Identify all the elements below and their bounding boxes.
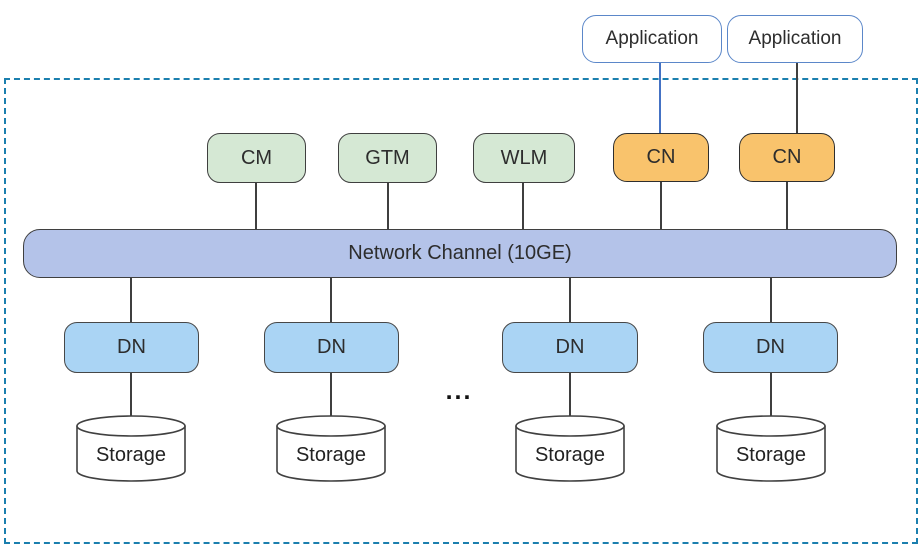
connector-gtm-network: [387, 182, 389, 230]
database-cylinder-icon: [515, 415, 625, 482]
connector-network-dn2: [330, 277, 332, 323]
dn-node-3: DN: [502, 322, 638, 373]
application-node-1: Application: [582, 15, 722, 63]
application-node-2: Application: [727, 15, 863, 63]
dn-node-1: DN: [64, 322, 199, 373]
storage-node-3: Storage: [514, 414, 626, 484]
database-cylinder-icon: [76, 415, 186, 482]
database-cylinder-icon: [716, 415, 826, 482]
cm-node: CM: [207, 133, 306, 183]
network-channel-bar: Network Channel (10GE): [23, 229, 897, 278]
storage-node-2: Storage: [275, 414, 387, 484]
connector-dn1-storage1: [130, 372, 132, 418]
connector-dn4-storage4: [770, 372, 772, 418]
storage-label: Storage: [95, 444, 167, 466]
dn-node-2: DN: [264, 322, 399, 373]
cn-node-1: CN: [613, 133, 709, 182]
storage-label: Storage: [534, 444, 606, 466]
database-cylinder-icon: [276, 415, 386, 482]
connector-dn3-storage3: [569, 372, 571, 418]
storage-node-1: Storage: [75, 414, 187, 484]
storage-node-4: Storage: [715, 414, 827, 484]
cn-node-2: CN: [739, 133, 835, 182]
connector-cm-network: [255, 182, 257, 230]
connector-dn2-storage2: [330, 372, 332, 418]
gtm-node: GTM: [338, 133, 437, 183]
connector-cn2-network: [786, 181, 788, 230]
connector-cn1-network: [660, 181, 662, 230]
connector-wlm-network: [522, 182, 524, 230]
connector-network-dn1: [130, 277, 132, 323]
connector-app2-cn2: [796, 62, 798, 134]
connector-network-dn3: [569, 277, 571, 323]
wlm-node: WLM: [473, 133, 575, 183]
storage-label: Storage: [735, 444, 807, 466]
connector-network-dn4: [770, 277, 772, 323]
dn-node-4: DN: [703, 322, 838, 373]
ellipsis-more-nodes: ...: [445, 377, 473, 405]
connector-app1-cn1: [659, 62, 661, 134]
cluster-boundary: [4, 78, 918, 544]
storage-label: Storage: [295, 444, 367, 466]
